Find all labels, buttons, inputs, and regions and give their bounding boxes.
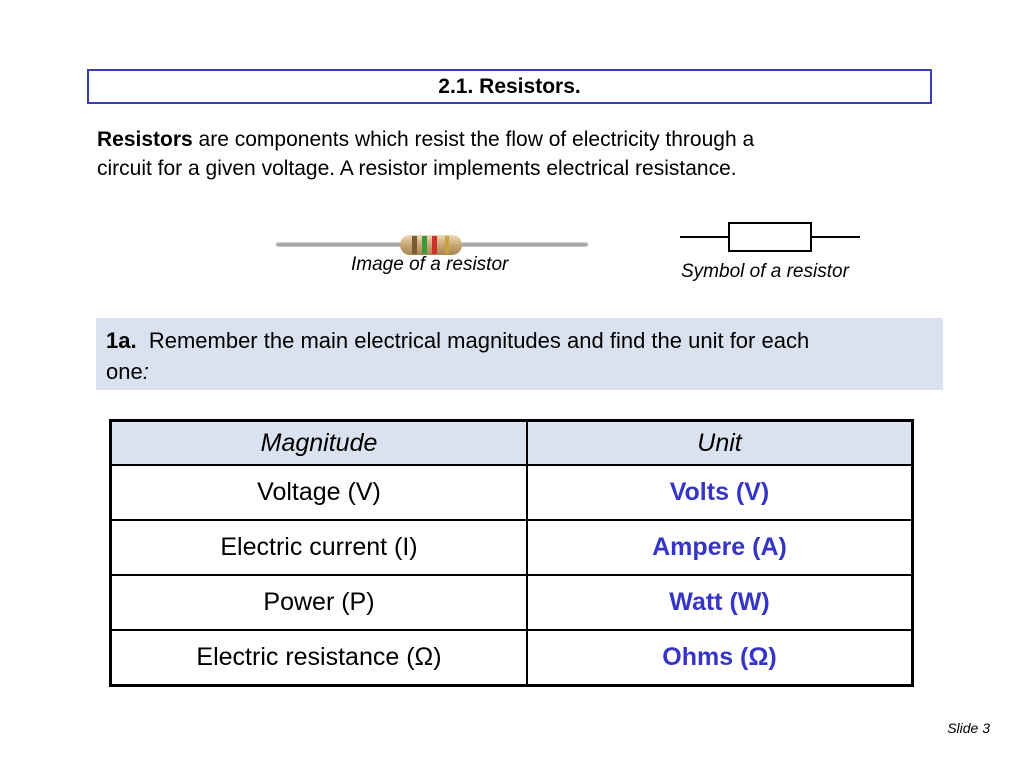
unit-cell: Watt (W) xyxy=(526,574,914,631)
slide-title-text: 2.1. Resistors. xyxy=(438,74,581,98)
resistor-image xyxy=(276,235,588,255)
intro-text-line1: are components which resist the flow of … xyxy=(192,128,755,151)
slide-number: Slide 3 xyxy=(947,720,990,736)
exercise-prompt: 1a. Remember the main electrical magnitu… xyxy=(96,318,943,390)
table-header-row: Magnitude Unit xyxy=(109,419,914,466)
magnitude-cell: Power (P) xyxy=(109,574,528,631)
table-row: Electric current (I) Ampere (A) xyxy=(109,519,914,576)
magnitude-cell: Electric current (I) xyxy=(109,519,528,576)
exercise-text-line2: one xyxy=(106,359,143,384)
magnitude-cell: Voltage (V) xyxy=(109,464,528,521)
unit-cell: Ohms (Ω) xyxy=(526,629,914,687)
exercise-label: 1a. xyxy=(106,328,137,353)
unit-cell: Ampere (A) xyxy=(526,519,914,576)
exercise-text: Remember the main electrical magnitudes … xyxy=(148,328,810,353)
intro-term: Resistors xyxy=(97,128,193,151)
unit-cell: Volts (V) xyxy=(526,464,914,521)
magnitudes-table: Magnitude Unit Voltage (V) Volts (V) Ele… xyxy=(109,419,914,687)
table-row: Voltage (V) Volts (V) xyxy=(109,464,914,521)
slide-title: 2.1. Resistors. xyxy=(87,69,932,104)
table-row: Electric resistance (Ω) Ohms (Ω) xyxy=(109,629,914,687)
magnitude-cell: Electric resistance (Ω) xyxy=(109,629,528,687)
exercise-colon: : xyxy=(142,359,149,384)
resistor-symbol-caption: Symbol of a resistor xyxy=(681,261,849,282)
table-row: Power (P) Watt (W) xyxy=(109,574,914,631)
intro-paragraph: Resistors are components which resist th… xyxy=(97,125,927,183)
header-unit: Unit xyxy=(526,419,914,466)
header-magnitude: Magnitude xyxy=(109,419,528,466)
resistor-symbol xyxy=(680,222,860,252)
intro-text-line2: circuit for a given voltage. A resistor … xyxy=(97,157,737,180)
resistor-image-caption: Image of a resistor xyxy=(351,254,509,275)
